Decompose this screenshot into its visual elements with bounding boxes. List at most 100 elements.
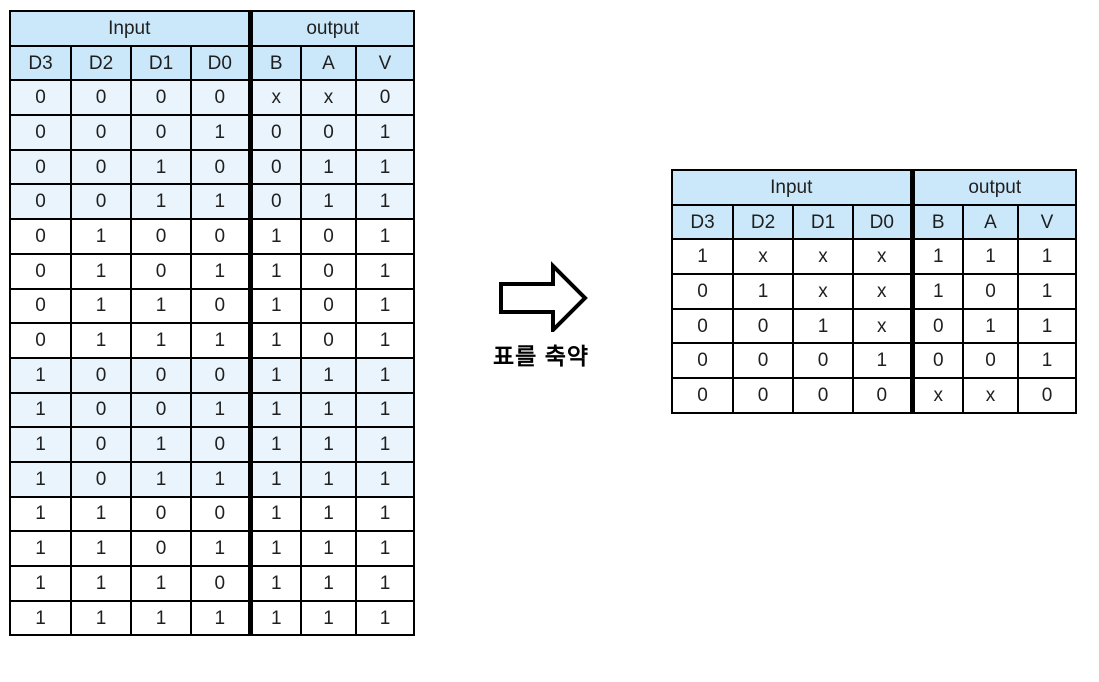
- truth-cell: 0: [962, 342, 1019, 380]
- column-header-a: A: [300, 44, 357, 82]
- truth-cell: 0: [247, 114, 302, 151]
- truth-cell: 1: [1017, 307, 1077, 345]
- input-group-header: Input: [9, 10, 251, 47]
- truth-cell: 1: [190, 183, 251, 221]
- truth-cell: 0: [355, 79, 415, 117]
- truth-cell: x: [909, 377, 964, 414]
- truth-cell: 0: [130, 495, 192, 533]
- group-header-row: Input output: [9, 10, 415, 47]
- truth-cell: 1: [247, 218, 302, 255]
- truth-cell: 1: [70, 322, 132, 359]
- truth-cell: 1: [9, 565, 72, 602]
- truth-cell: 0: [70, 79, 132, 117]
- truth-cell: 0: [70, 426, 132, 463]
- truth-cell: 0: [909, 307, 964, 345]
- truth-cell: 0: [962, 273, 1019, 310]
- output-group-header: output: [247, 10, 415, 47]
- truth-cell: 0: [792, 377, 854, 414]
- truth-cell: 0: [130, 114, 192, 151]
- column-header-v: V: [1017, 203, 1077, 241]
- truth-cell: 1: [130, 426, 192, 463]
- truth-cell: 0: [1017, 377, 1077, 414]
- truth-cell: 1: [130, 322, 192, 359]
- truth-cell: 0: [909, 342, 964, 380]
- truth-cell: 1: [130, 599, 192, 637]
- column-header-d1: D1: [792, 203, 854, 241]
- truth-cell: 1: [355, 356, 415, 394]
- truth-cell: 1: [355, 495, 415, 533]
- truth-cell: 1: [9, 599, 72, 637]
- truth-cell: 0: [9, 287, 72, 325]
- truth-cell: 0: [247, 183, 302, 221]
- truth-cell: 0: [300, 218, 357, 255]
- column-header-d1: D1: [130, 44, 192, 82]
- truth-cell: 0: [130, 218, 192, 255]
- truth-cell: 1: [852, 342, 913, 380]
- arrow-label: 표를 축약: [492, 343, 590, 369]
- truth-cell: 0: [190, 426, 251, 463]
- truth-cell: 1: [300, 183, 357, 221]
- column-header-d2: D2: [732, 203, 794, 241]
- truth-cell: 1: [9, 460, 72, 498]
- truth-cell: 1: [130, 565, 192, 602]
- truth-cell: 1: [247, 530, 302, 567]
- right-block-arrow-icon: [499, 261, 588, 332]
- truth-cell: 0: [70, 391, 132, 429]
- truth-cell: 1: [355, 114, 415, 151]
- truth-cell: 1: [70, 530, 132, 567]
- truth-cell: 1: [1017, 238, 1077, 276]
- truth-cell: x: [792, 238, 854, 276]
- column-header-b: B: [247, 44, 302, 82]
- truth-cell: 0: [671, 307, 734, 345]
- truth-cell: 1: [355, 287, 415, 325]
- truth-cell: 0: [9, 218, 72, 255]
- truth-cell: 1: [300, 148, 357, 186]
- truth-cell: 0: [300, 114, 357, 151]
- truth-cell: 1: [355, 252, 415, 290]
- truth-cell: 0: [9, 322, 72, 359]
- truth-cell: 1: [70, 565, 132, 602]
- truth-cell: 1: [300, 426, 357, 463]
- truth-cell: x: [300, 79, 357, 117]
- truth-cell: 0: [70, 148, 132, 186]
- truth-cell: 0: [300, 287, 357, 325]
- truth-cell: 1: [190, 391, 251, 429]
- truth-cell: x: [792, 273, 854, 310]
- truth-cell: 0: [300, 252, 357, 290]
- truth-cell: 1: [247, 565, 302, 602]
- column-header-d3: D3: [671, 203, 734, 241]
- truth-cell: x: [852, 238, 913, 276]
- truth-cell: 0: [190, 79, 251, 117]
- truth-cell: 1: [247, 599, 302, 637]
- truth-cell: 1: [70, 252, 132, 290]
- truth-cell: 1: [190, 599, 251, 637]
- truth-cell: 1: [190, 252, 251, 290]
- truth-cell: 0: [190, 356, 251, 394]
- truth-cell: 0: [130, 252, 192, 290]
- truth-cell: 0: [130, 530, 192, 567]
- truth-cell: 1: [962, 238, 1019, 276]
- truth-cell: 1: [909, 238, 964, 276]
- truth-cell: 1: [300, 460, 357, 498]
- output-group-header: output: [909, 169, 1077, 206]
- truth-cell: 1: [9, 391, 72, 429]
- truth-cell: 0: [671, 273, 734, 310]
- truth-cell: 1: [247, 252, 302, 290]
- truth-cell: 1: [1017, 273, 1077, 310]
- truth-cell: 1: [671, 238, 734, 276]
